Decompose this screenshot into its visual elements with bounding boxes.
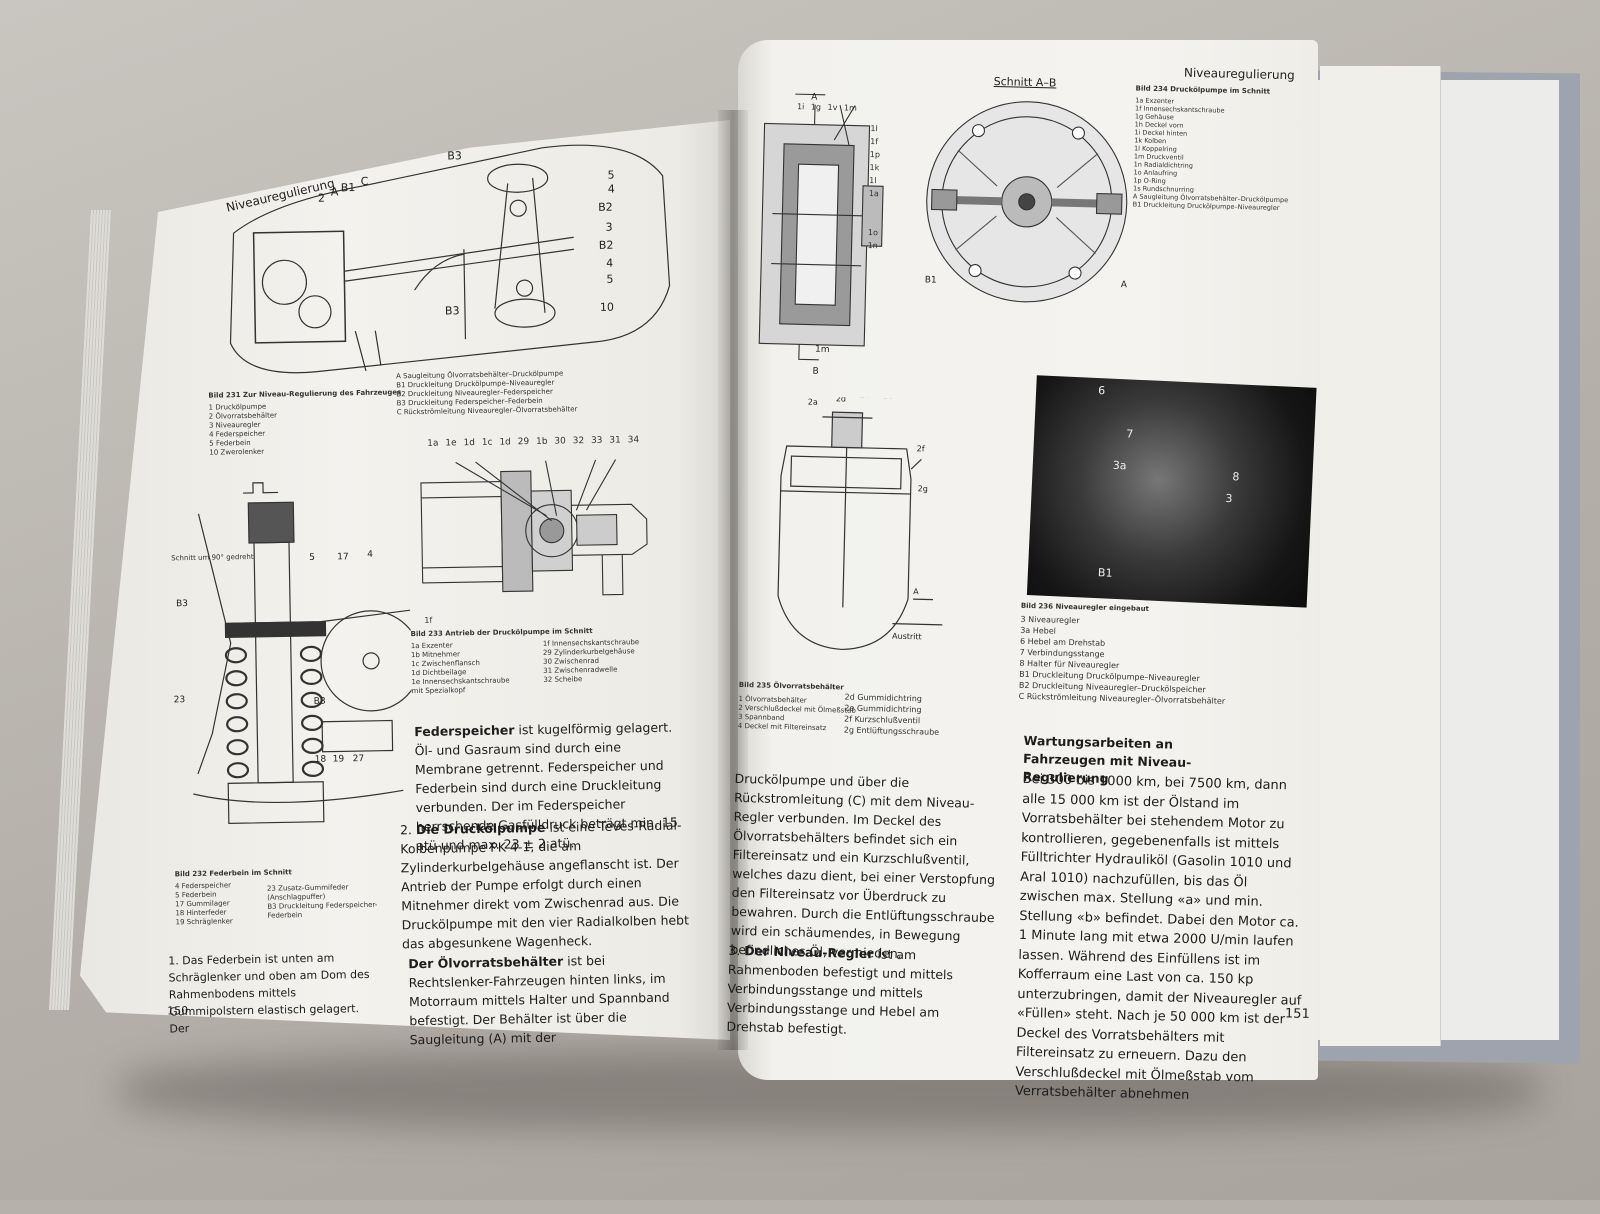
pump-label: 1g <box>810 102 822 112</box>
chassis-label-a: A <box>331 185 339 198</box>
pump-label-1m: 1m <box>814 344 830 356</box>
niveau-regler-term: Der Niveau-Regler <box>744 943 874 962</box>
fig235-legend-left: 1 Ölvorratsbehälter 2 Verschlußdeckel mi… <box>738 695 856 734</box>
reservoir-label-2c: 2c <box>860 395 870 400</box>
fig236-legend: 3 Niveauregler 3a Hebel 6 Hebel am Drehs… <box>1019 614 1228 707</box>
pump-label: 1k <box>869 162 880 173</box>
reservoir-label-2b: 2b <box>883 395 893 401</box>
pump-label: 1f <box>870 136 879 147</box>
reservoir-label-a: A <box>913 587 919 596</box>
right-col1-para3: 3. Der Niveau-Regler ist am Rahmenboden … <box>726 941 998 1043</box>
pump-label-a: A <box>811 92 818 103</box>
pump-label: 1p <box>869 149 881 160</box>
fig232-label-19: 19 <box>333 754 345 764</box>
book-gutter <box>718 110 748 1050</box>
pump-label: 1i <box>796 102 805 112</box>
fig234-legend: 1a Exzenter 1f Innensechskantschraube 1g… <box>1133 96 1291 212</box>
chassis-label-4-top: 4 <box>608 183 615 196</box>
section-a-b-label: Schnitt A–B <box>993 74 1057 90</box>
pump-section-diagram <box>758 93 884 361</box>
photo-label-b1: B1 <box>1097 566 1113 580</box>
pump-label: 1l <box>869 175 877 186</box>
photo-label-3: 3 <box>1225 491 1233 506</box>
photo-label-6: 6 <box>1097 384 1106 398</box>
pump-label: 1a <box>868 188 880 199</box>
chassis-label-b2-bottom: B2 <box>599 239 614 252</box>
chassis-label-c: C <box>361 175 369 188</box>
pump-label: 1l <box>870 123 878 134</box>
chassis-label-5-top: 5 <box>608 169 615 182</box>
fig236-caption: Bild 236 Niveauregler eingebaut <box>1020 601 1150 613</box>
chassis-label-4-bottom: 4 <box>606 257 613 270</box>
chassis-label-b2-top: B2 <box>598 201 613 214</box>
fig235-legend-item: 2g Entlüftungsschraube <box>843 725 940 737</box>
fig232-label-b3-right: B3 <box>314 697 326 707</box>
reservoir-label-2a: 2a <box>808 398 818 407</box>
chassis-label-b1: B1 <box>341 181 356 194</box>
fig232-label-23: 23 <box>174 695 186 705</box>
fig235-legend-right: 2d Gummidichtring 2e Gummidichtring 2f K… <box>844 692 940 738</box>
fig234-caption: Bild 234 Druckölpumpe im Schnitt <box>1135 84 1271 96</box>
chassis-label-b3-bottom: B3 <box>445 304 460 317</box>
chassis-diagram: B3 5 4 B2 3 B2 4 5 10 B3 2 A B1 C <box>229 144 671 374</box>
pump-radial-section-diagram <box>926 101 1128 303</box>
fig232-label-27: 27 <box>353 754 365 764</box>
reservoir-label-2d: 2d <box>836 395 846 403</box>
level-regulator-photo: 6 7 8 3a 3 B1 <box>1026 375 1317 608</box>
maintenance-text: Bei 300 bis 1000 km, bei 7500 km, dann a… <box>1014 771 1302 1104</box>
chassis-label-3: 3 <box>605 221 612 234</box>
fig232-label-5: 5 <box>309 553 315 563</box>
fig232-label-18: 18 <box>315 755 327 765</box>
wheel-label-a: A <box>1120 280 1128 291</box>
reservoir-label-austritt: Austritt <box>892 632 922 642</box>
right-page-number: 151 <box>1284 1006 1310 1022</box>
pump-label: 1m <box>843 103 857 113</box>
right-page-header: Niveauregulierung <box>1183 65 1295 83</box>
fig232-label-4: 4 <box>367 550 373 560</box>
reservoir-label-2e: 2e <box>906 395 916 397</box>
photo-label-8: 8 <box>1232 470 1240 484</box>
chassis-label-b3-top: B3 <box>447 149 462 162</box>
fig235-legend-item: 4 Deckel mit Filtereinsatz <box>737 721 827 733</box>
fig235-caption: Bild 235 Ölvorratsbehälter <box>738 680 844 692</box>
photo-label-3a: 3a <box>1112 458 1127 473</box>
pump-label: 1v <box>827 102 838 113</box>
reservoir-label-2g: 2g <box>918 484 928 493</box>
chassis-label-2: 2 <box>318 192 325 205</box>
pump-label-b: B <box>812 366 819 377</box>
pump-drive-diagram <box>420 459 648 596</box>
fig232-label-b3-left: B3 <box>176 599 188 609</box>
pump-label: 1n <box>867 240 878 251</box>
right-page-edge <box>1320 66 1441 1046</box>
spring-strut-diagram: 5 17 4 B3 23 B3 18 19 27 <box>174 482 415 824</box>
chassis-label-10: 10 <box>600 301 614 314</box>
chassis-label-5-bottom: 5 <box>606 273 613 286</box>
wheel-label-b1: B1 <box>924 275 937 286</box>
oil-reservoir-diagram: 2a 2d 2c 2b 2e 2f 2g A Austritt <box>777 395 943 651</box>
para3-number: 3. <box>728 942 741 959</box>
pump-label: 1o <box>867 227 879 238</box>
pump-labels-top: 1i 1g 1v 1m <box>797 102 857 112</box>
fig232-label-17: 17 <box>337 552 349 562</box>
photo-label-7: 7 <box>1125 427 1134 441</box>
right-col1-text: Druckölpumpe und über die Rückstromleitu… <box>730 770 996 961</box>
reservoir-label-2f: 2f <box>917 444 925 453</box>
